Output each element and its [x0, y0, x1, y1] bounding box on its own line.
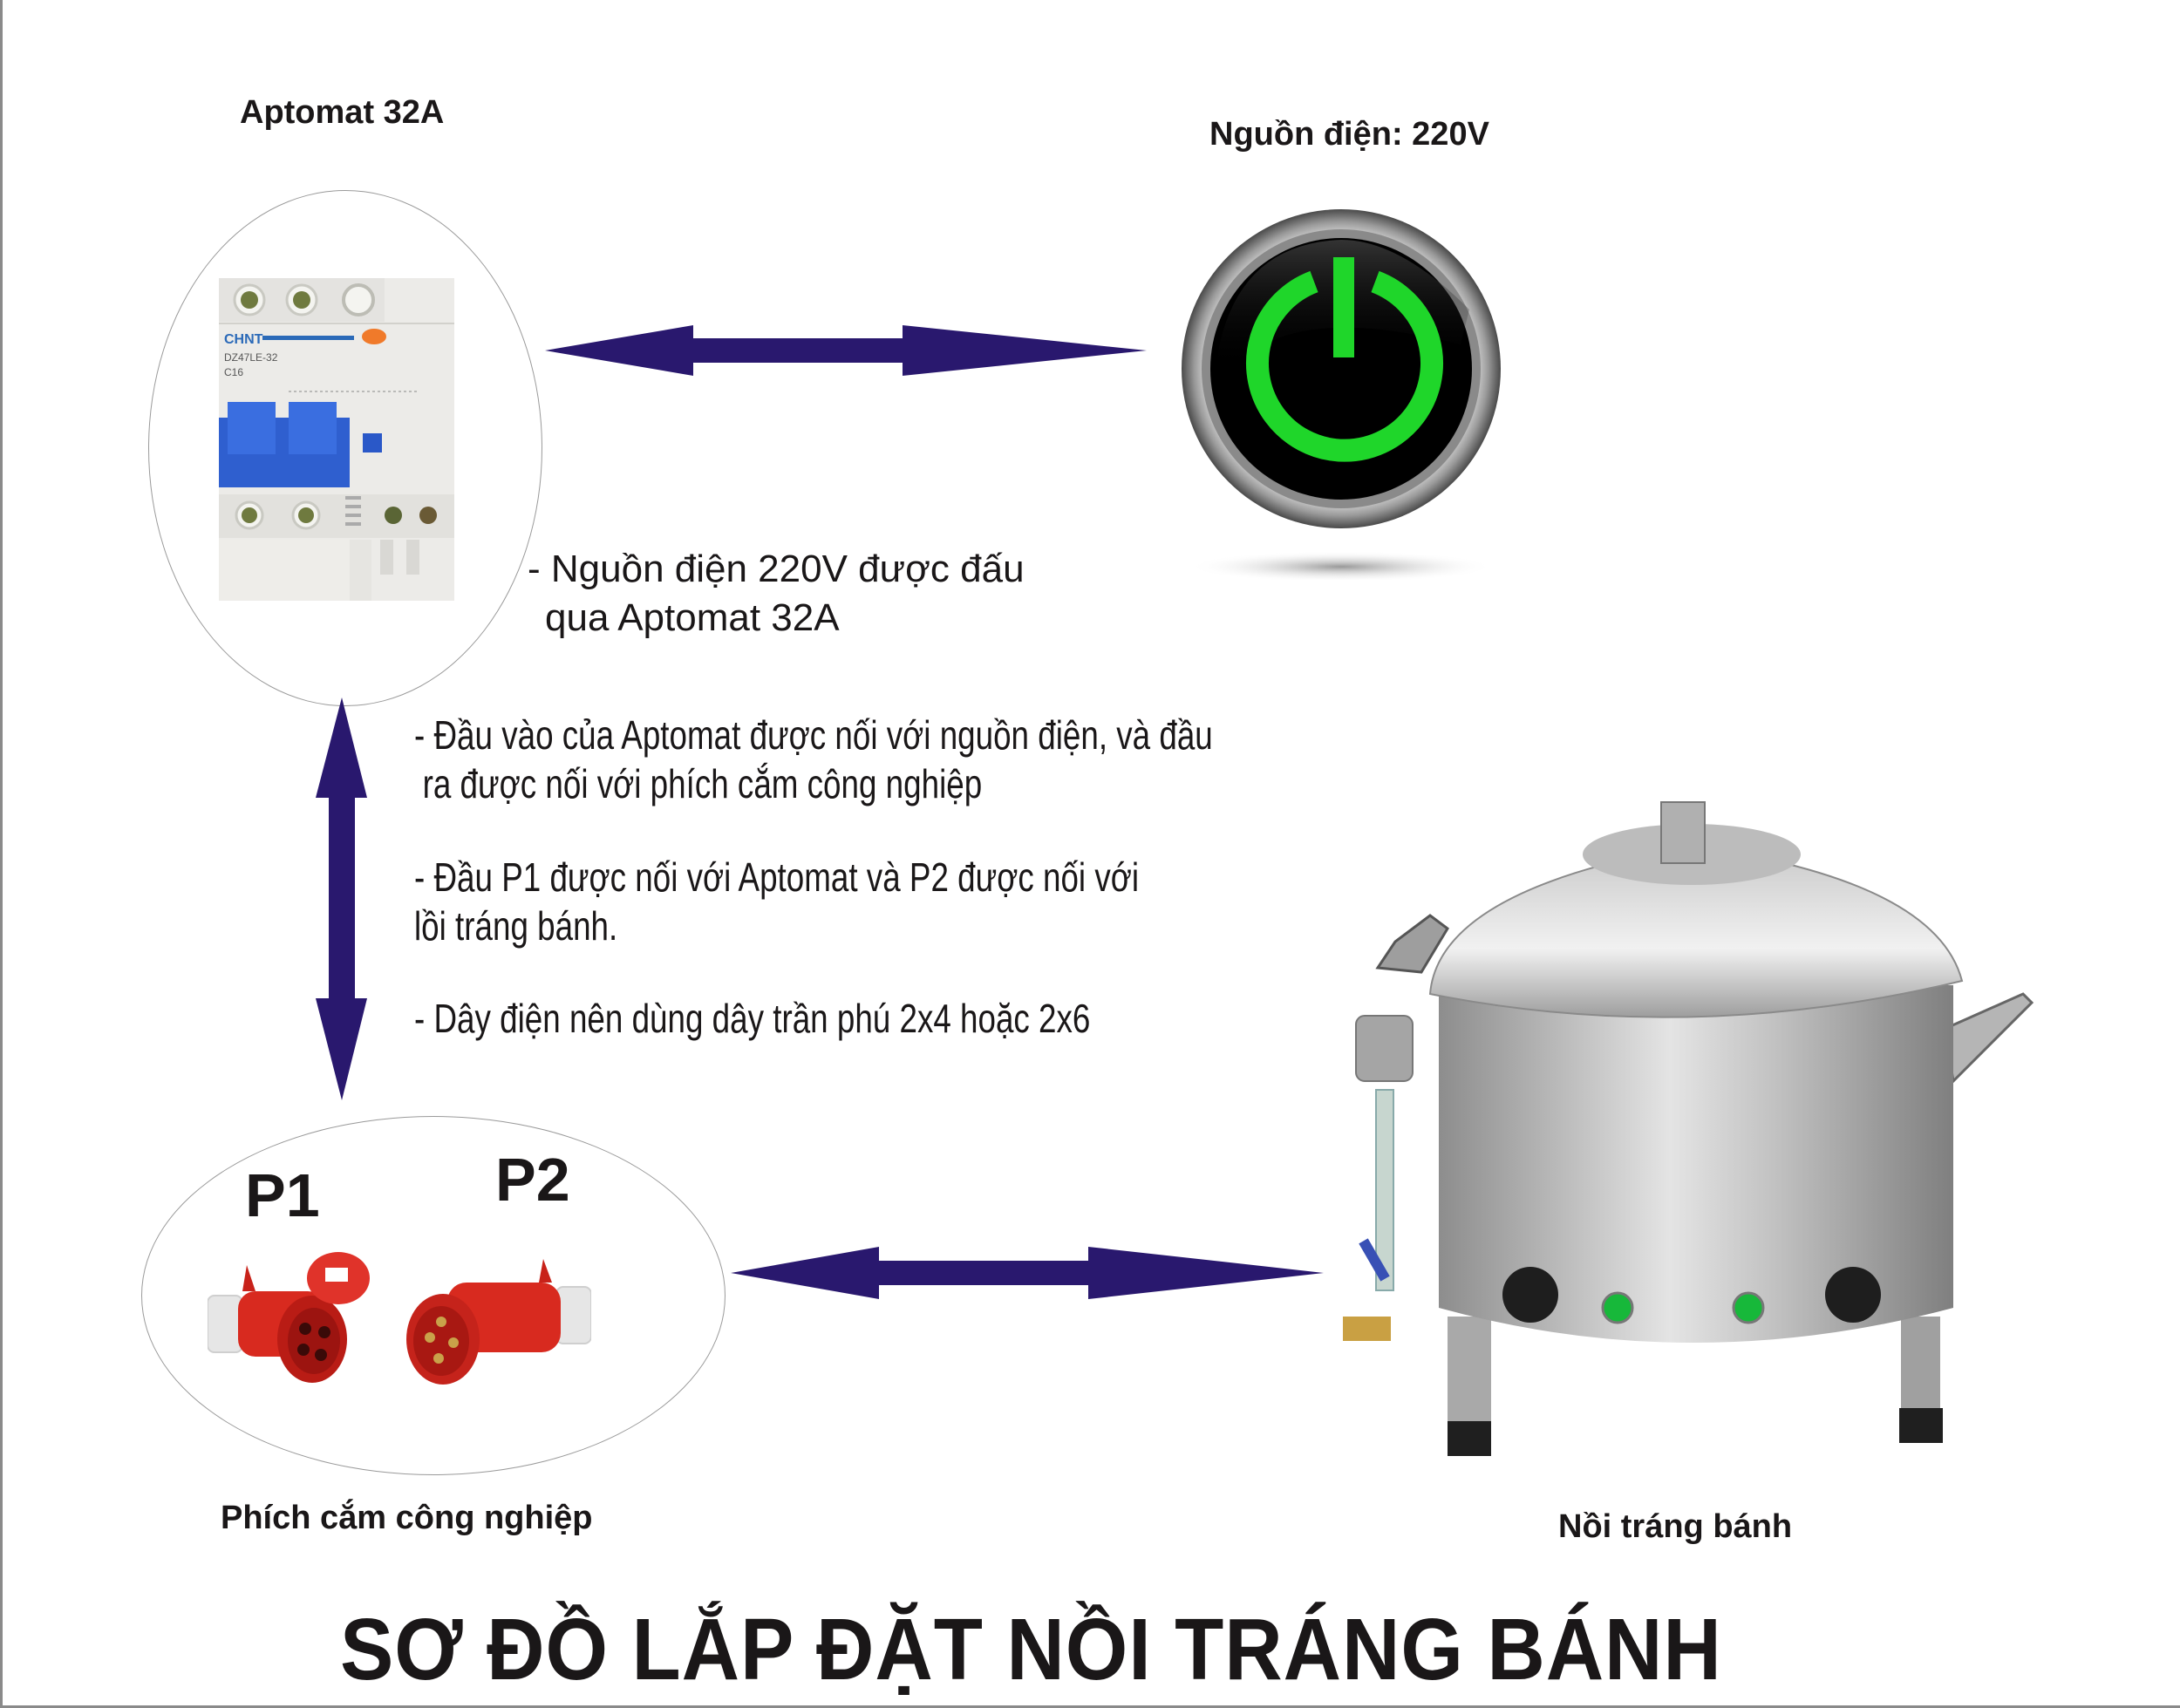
frame-border-left — [0, 0, 3, 1708]
double-arrow-horizontal-icon — [545, 325, 1147, 376]
plugs-node: P1 P2 — [141, 1116, 726, 1475]
power-source-node — [1182, 205, 1504, 580]
plug-p2-label: P2 — [495, 1146, 570, 1214]
plug-note: - Đầu P1 được nối với Aptomat và P2 được… — [414, 853, 1139, 950]
industrial-plug-icon — [208, 1252, 591, 1385]
frame-border-bottom — [0, 1705, 2180, 1708]
breaker-note-line1: - Đầu vào của Aptomat được nối với nguồn… — [414, 712, 1213, 758]
breaker-note-line2: ra được nối với phích cắm công nghiệp — [422, 761, 983, 806]
plug-note-wrap: - Đầu P1 được nối với Aptomat và P2 được… — [414, 853, 1320, 950]
svg-text:DZ47LE-32: DZ47LE-32 — [224, 351, 278, 364]
plug-p1-label: P1 — [245, 1161, 320, 1229]
power-note-line1: - Nguồn điện 220V được đấu — [528, 548, 1025, 590]
breaker-note: - Đầu vào của Aptomat được nối với nguồn… — [414, 711, 1213, 808]
svg-text:CHNT: CHNT — [224, 332, 263, 347]
diagram-title: SƠ ĐỒ LẮP ĐẶT NỒI TRÁNG BÁNH — [340, 1601, 1722, 1698]
power-note-line2: qua Aptomat 32A — [545, 596, 840, 639]
plug-note-line2: lồi tráng bánh. — [414, 903, 618, 949]
svg-text:C16: C16 — [224, 366, 243, 378]
wire-note-line1: - Dây điện nên dùng dây trần phú 2x4 hoặ… — [414, 996, 1091, 1041]
circuit-breaker-icon: CHNT DZ47LE-32 C16 — [219, 278, 454, 601]
cooker-node — [1343, 785, 2058, 1473]
power-icon — [1182, 209, 1501, 580]
plug-note-line1: - Đầu P1 được nối với Aptomat và P2 được… — [414, 854, 1140, 900]
double-arrow-horizontal-icon — [731, 1247, 1324, 1299]
plugs-image — [208, 1252, 591, 1409]
double-arrow-vertical-icon — [316, 697, 367, 1100]
wire-note-wrap: - Dây điện nên dùng dây trần phú 2x4 hoặ… — [414, 994, 1259, 1043]
plugs-label: Phích cắm công nghiệp — [221, 1500, 593, 1536]
notes-block: - Đầu vào của Aptomat được nối với nguồn… — [414, 711, 1413, 808]
breaker-label: Aptomat 32A — [240, 94, 445, 131]
cooker-label: Nồi tráng bánh — [1558, 1508, 1793, 1545]
arrow-breaker-plugs — [316, 697, 372, 1103]
breaker-image: CHNT DZ47LE-32 C16 — [219, 278, 454, 601]
arrow-plugs-cooker — [731, 1245, 1332, 1302]
power-source-label: Nguồn điện: 220V — [1209, 116, 1489, 153]
rice-paper-steamer-icon — [1343, 801, 2034, 1456]
power-note: - Nguồn điện 220V được đấu qua Aptomat 3… — [528, 545, 1025, 643]
breaker-node: CHNT DZ47LE-32 C16 — [148, 190, 542, 706]
wire-note: - Dây điện nên dùng dây trần phú 2x4 hoặ… — [414, 994, 1090, 1043]
arrow-breaker-power — [545, 323, 1155, 379]
